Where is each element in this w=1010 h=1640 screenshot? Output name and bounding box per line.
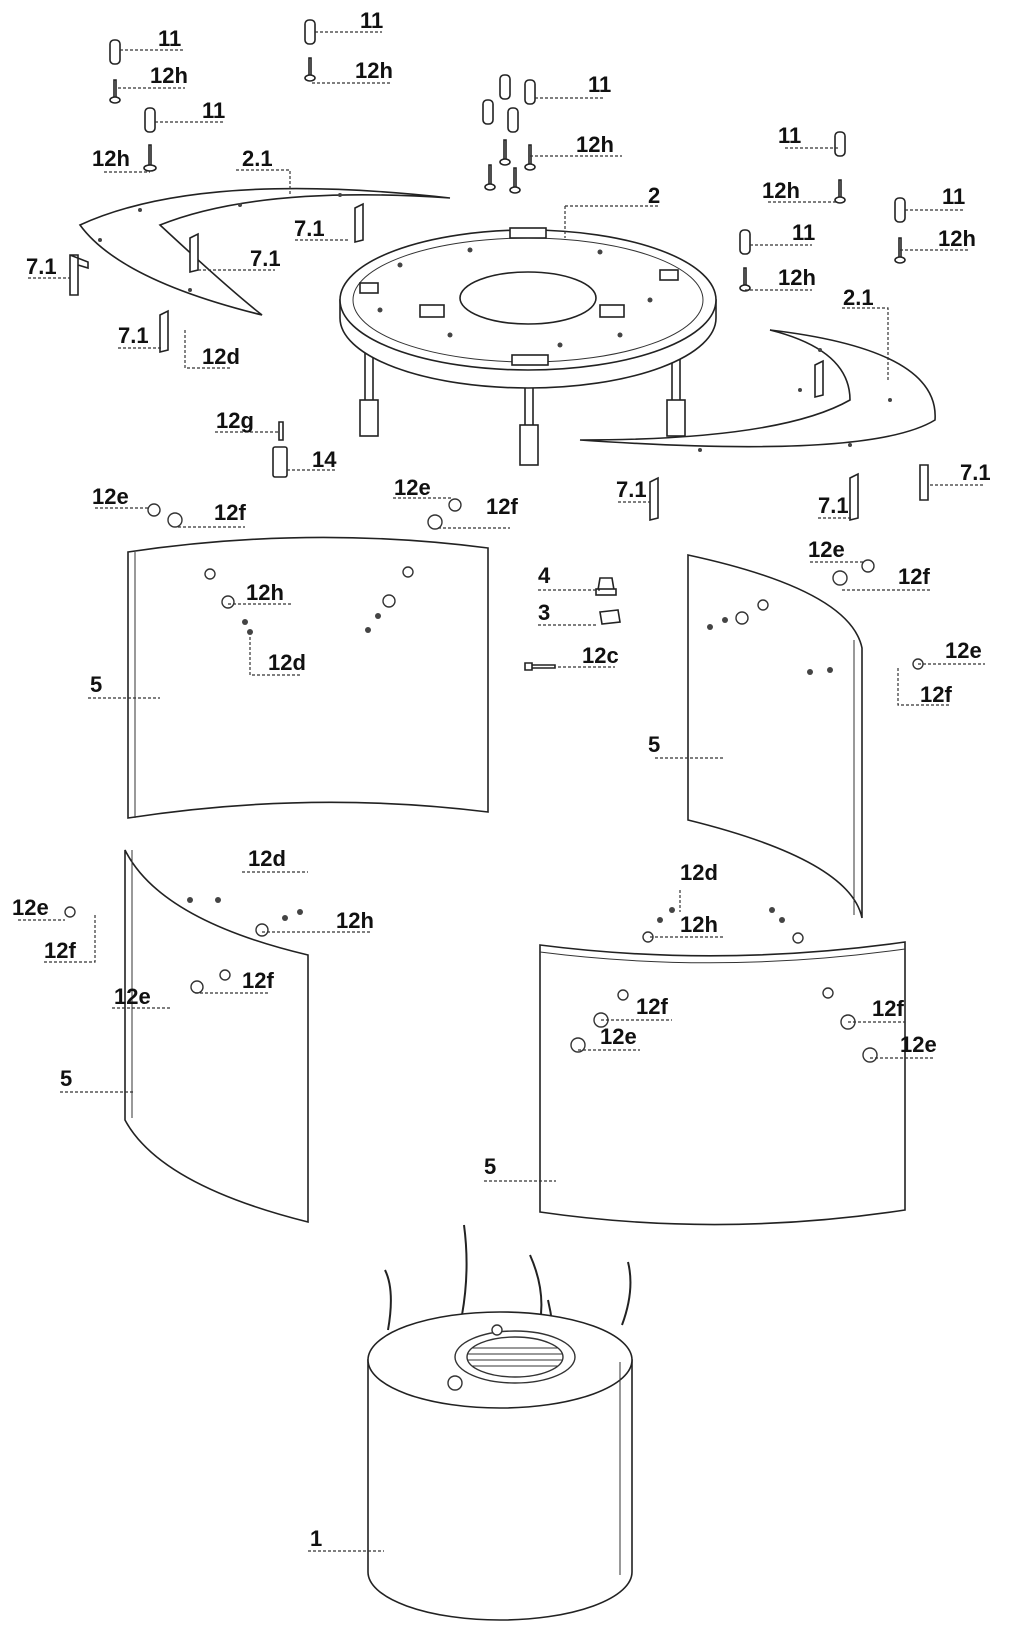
label-7-1-e: 7.1 — [960, 460, 991, 485]
right-arc-plate — [579, 329, 936, 452]
label-11-g: 11 — [792, 220, 815, 245]
leader-lines — [18, 31, 985, 1552]
label-12e-h: 12e — [900, 1032, 937, 1057]
label-12f-c: 12f — [898, 564, 930, 589]
label-11-f: 11 — [942, 184, 965, 209]
label-12h-f: 12h — [938, 226, 976, 251]
label-12g: 12g — [216, 408, 254, 433]
curved-side-panels — [124, 536, 906, 1226]
label-11-a: 11 — [158, 26, 181, 51]
label-12h-a: 12h — [150, 63, 188, 88]
label-11-b: 11 — [202, 98, 225, 123]
label-7-1-c: 7.1 — [250, 246, 281, 271]
label-12f-d: 12f — [920, 682, 952, 707]
label-11-e: 11 — [778, 123, 801, 148]
label-7-1-d: 7.1 — [118, 323, 149, 348]
label-7-1-g: 7.1 — [818, 493, 849, 518]
label-12h-h: 12h — [246, 580, 284, 605]
label-7-1-a: 7.1 — [26, 254, 57, 279]
label-12c: 12c — [582, 643, 619, 668]
label-12e-b: 12e — [394, 475, 431, 500]
label-12h-j: 12h — [680, 912, 718, 937]
label-11-d: 11 — [588, 72, 611, 97]
label-7-1-f: 7.1 — [616, 477, 647, 502]
label-12e-a: 12e — [92, 484, 129, 509]
label-12f-f: 12f — [242, 968, 274, 993]
part-labels: 11 12h 11 12h 11 12h 11 12h 2 2.1 11 12h… — [12, 8, 991, 1551]
label-12f-e: 12f — [44, 938, 76, 963]
label-2-1-left: 2.1 — [242, 146, 273, 171]
label-12d-a: 12d — [202, 344, 240, 369]
label-12f-a: 12f — [214, 500, 246, 525]
label-3: 3 — [538, 600, 550, 625]
label-12d-d: 12d — [680, 860, 718, 885]
label-7-1-b: 7.1 — [294, 216, 325, 241]
label-4: 4 — [538, 563, 551, 588]
label-12h-d: 12h — [576, 132, 614, 157]
label-5-b: 5 — [648, 732, 660, 757]
label-12f-b: 12f — [486, 494, 518, 519]
label-2: 2 — [648, 183, 660, 208]
label-12h-g: 12h — [778, 265, 816, 290]
label-14: 14 — [312, 447, 337, 472]
label-12h-e: 12h — [762, 178, 800, 203]
label-12f-h: 12f — [872, 996, 904, 1021]
label-5-c: 5 — [60, 1066, 72, 1091]
label-12d-b: 12d — [268, 650, 306, 675]
label-2-1-right: 2.1 — [843, 285, 874, 310]
label-11-c: 11 — [360, 8, 383, 33]
label-12h-i: 12h — [336, 908, 374, 933]
label-12d-c: 12d — [248, 846, 286, 871]
label-5-a: 5 — [90, 672, 102, 697]
small-fasteners — [64, 421, 924, 996]
label-12e-c: 12e — [808, 537, 845, 562]
label-12e-f: 12e — [114, 984, 151, 1009]
l-bracket-parts — [69, 202, 929, 522]
label-12f-g: 12f — [636, 994, 668, 1019]
top-ring-plate — [339, 227, 717, 466]
label-12e-d: 12e — [945, 638, 982, 663]
label-12e-g: 12e — [600, 1024, 637, 1049]
label-5-d: 5 — [484, 1154, 496, 1179]
label-12h-b: 12h — [92, 146, 130, 171]
label-12h-c: 12h — [355, 58, 393, 83]
label-1: 1 — [310, 1526, 322, 1551]
motor-base-cylinder — [367, 1224, 633, 1621]
anchors-and-screws — [109, 19, 906, 292]
left-arc-plate — [78, 187, 451, 316]
label-12e-e: 12e — [12, 895, 49, 920]
